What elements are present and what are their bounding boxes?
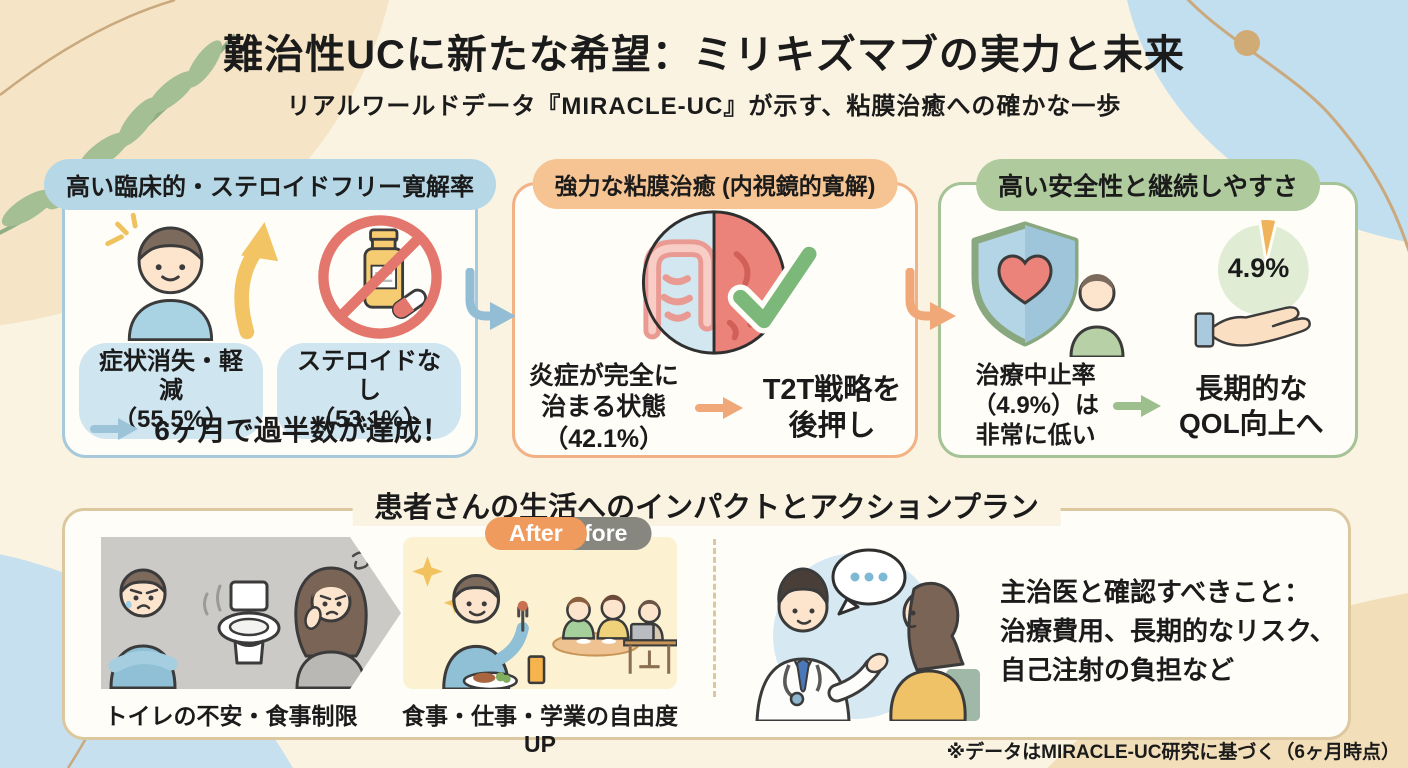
right-arrow-icon [694, 396, 743, 419]
after-tag: After [485, 517, 587, 550]
card-mucosal-conclusion: T2T戦略を 後押し [762, 373, 902, 442]
before-caption: トイレの不安・食事制限 [104, 703, 358, 729]
impact-title: 患者さんの生活へのインパクトとアクションプラン [352, 484, 1061, 526]
pie-wedge-icon [1257, 217, 1278, 265]
right-arrow-icon [90, 418, 139, 440]
desk-worker-icon [623, 599, 678, 674]
recovering-person-icon [105, 212, 279, 341]
colon-half-healed-icon [641, 210, 822, 355]
stat-steroid-free: ステロイドなし （53.1%） [277, 343, 461, 440]
divider [713, 539, 716, 697]
shield-heart-icon [971, 221, 1125, 357]
up-arrow-icon [234, 222, 279, 340]
speech-bubble-icon [831, 548, 907, 616]
connector-arrow-orange-icon [905, 268, 956, 330]
after-illustration [403, 537, 678, 691]
connector-arrow-blue-icon [465, 268, 516, 330]
impact-section: 患者さんの生活へのインパクトとアクションプラン [62, 484, 1351, 757]
card-remission: 高い臨床的・ステロイドフリー寛解率 [44, 159, 496, 458]
pie-value-label: 4.9% [1227, 253, 1290, 283]
card-remission-conclusion: 6ヶ月で過半数が達成！ [154, 415, 450, 446]
card-mucosal-healing: 強力な粘膜治癒 (内視鏡的寛解) [512, 159, 918, 458]
right-arrow-icon [1113, 395, 1162, 417]
card-safety-conclusion: 長期的な QOL向上へ [1179, 373, 1324, 439]
before-illustration [101, 537, 401, 689]
card-mucosal-header: 強力な粘膜治癒 (内視鏡的寛解) [532, 159, 898, 209]
toilet-icon [203, 580, 281, 665]
card-safety: 高い安全性と継続しやすさ [938, 159, 1358, 458]
doctor-patient-illustration [755, 548, 980, 721]
no-steroid-icon [318, 215, 442, 339]
card-remission-header: 高い臨床的・ステロイドフリー寛解率 [44, 159, 496, 210]
discontinuation-pie-icon: 4.9% [1184, 217, 1334, 357]
card-safety-header: 高い安全性と継続しやすさ [976, 159, 1320, 211]
stat-endoscopic-remission: 炎症が完全に 治まる状態 （42.1%） [528, 362, 679, 453]
after-caption: 食事・仕事・学業の自由度UP [402, 703, 678, 757]
checkmark-icon [727, 241, 822, 334]
page-subtitle: リアルワールドデータ『MIRACLE-UC』が示す、粘膜治癒への確かな一歩 [286, 93, 1122, 120]
action-checklist: 主治医と確認すべきこと： 治療費用、長期的なリスク、 自己注射の負担など [1000, 577, 1336, 685]
supporting-hand-icon [1194, 306, 1311, 348]
page-title: 難治性UCに新たな希望：ミリキズマブの実力と未来 [223, 33, 1185, 77]
stat-discontinuation: 治療中止率 （4.9%）は 非常に低い [972, 362, 1100, 449]
data-source-note: ※データはMIRACLE-UC研究に基づく（6ヶ月時点） [946, 742, 1400, 763]
